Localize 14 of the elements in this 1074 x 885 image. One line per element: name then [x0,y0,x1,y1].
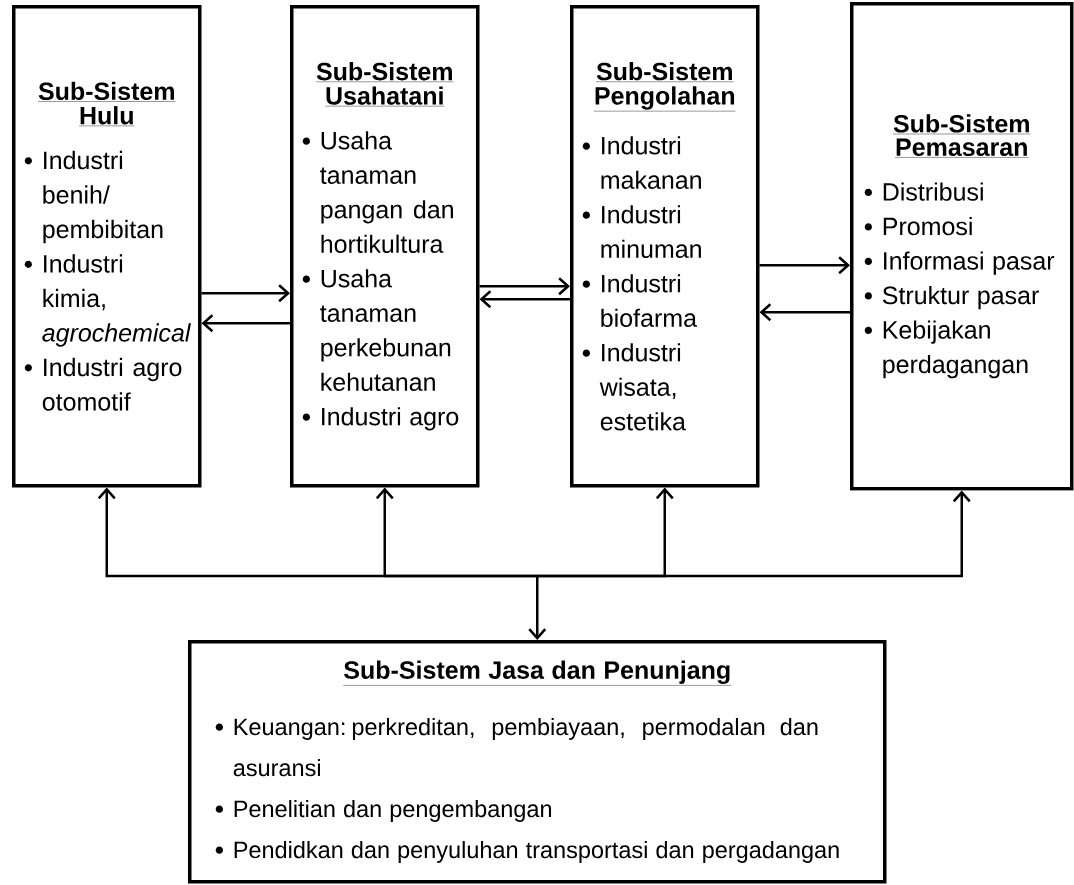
arrow [479,277,570,296]
process-box: Sub-Sistem Pengolahan Industri makanan Industri minuman Industri biofarma Industri wisata, estetika [570,5,760,488]
arrow [201,284,290,303]
process-box: Sub-Sistem Usahatani Usaha tanaman pangan dan hortikultura Usaha tanaman perkebunan kehutanan Industri agro [290,5,480,488]
process-box: Sub-Sistem Pemasaran Distribusi Promosi Informasi pasar Struktur pasar Kebijakan perdagangan [850,2,1074,491]
arrow [479,290,570,309]
arrow [528,576,547,640]
arrow [201,314,290,333]
arrow [537,490,971,578]
process-box: Sub-Sistem Jasa dan Penunjang Keuangan: perkreditan, pembiayaan, permodalan dan asuransi Penelitian dan pengembangan Pendidkan dan penyuluhan transportasi dan pergadangan [188,640,887,884]
arrow [759,303,850,322]
arrow [759,256,850,275]
process-box: Sub-Sistem Hulu Industri benih/ pembibitan Industri kimia, agrochemical Industri agro otomotif [12,5,202,488]
arrow [375,487,538,578]
